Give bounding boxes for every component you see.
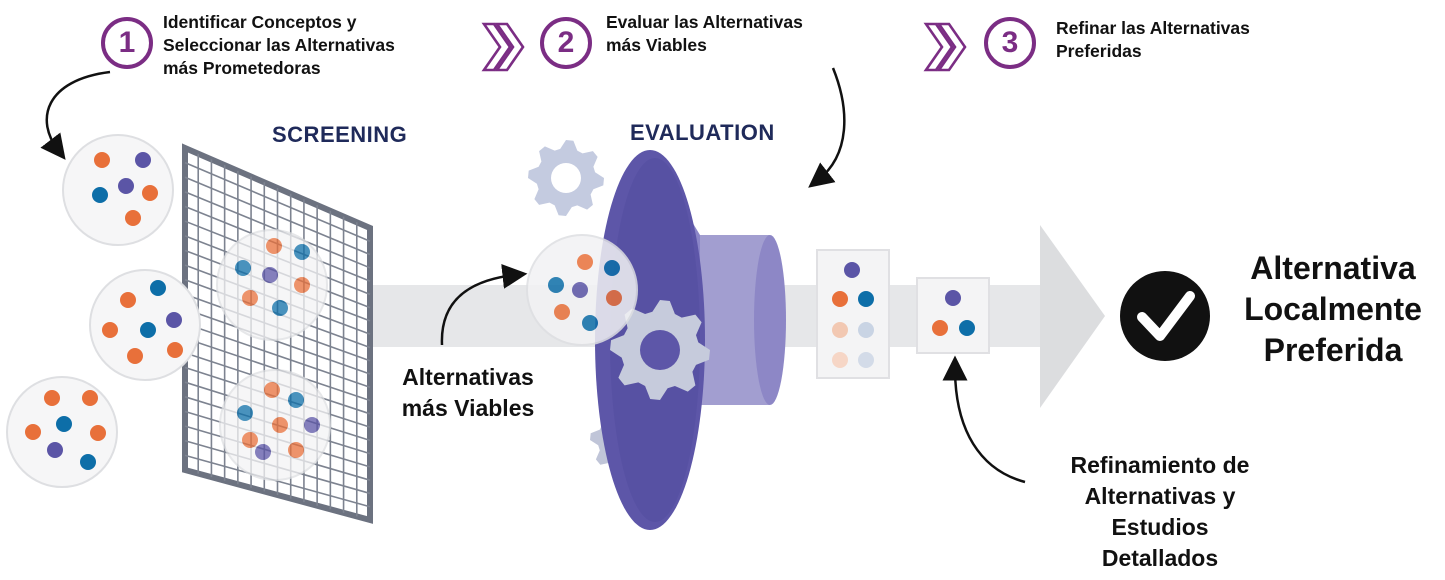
final-line: Localmente	[1244, 291, 1422, 327]
concept-circle	[526, 234, 638, 346]
step-1-line: Seleccionar las Alternativas	[163, 35, 395, 55]
step-2-line: más Viables	[606, 35, 707, 55]
screening-label: SCREENING	[272, 122, 408, 147]
step-3-line: Refinar las Alternativas	[1056, 18, 1250, 38]
viable-alternatives-label: Alternativas más Viables	[380, 362, 556, 424]
result-box	[816, 249, 890, 379]
refinement-line: Estudios	[1111, 514, 1209, 540]
step-3-line: Preferidas	[1056, 41, 1142, 61]
concept-circle	[89, 269, 201, 381]
refinement-line: Alternativas y	[1084, 483, 1236, 509]
step-3-number: 3	[984, 17, 1036, 69]
concept-circle	[62, 134, 174, 246]
chevron-right-icon	[923, 22, 967, 72]
step-2-line: Evaluar las Alternativas	[606, 12, 803, 32]
step-1-line: Identificar Conceptos y	[163, 12, 357, 32]
gear-icon	[528, 140, 604, 216]
step-2-number: 2	[540, 17, 592, 69]
final-line: Preferida	[1263, 332, 1403, 368]
concept-circle	[6, 376, 118, 488]
step-2-title: Evaluar las Alternativas más Viables	[606, 11, 803, 57]
concept-circle	[219, 369, 331, 481]
curved-arrow-icon	[942, 355, 1026, 484]
viable-line: más Viables	[401, 395, 535, 421]
step-1-number: 1	[101, 17, 153, 69]
step-1-line: más Prometedoras	[163, 58, 321, 78]
viable-line: Alternativas	[402, 364, 534, 390]
curved-arrow-icon	[808, 67, 846, 188]
step-1-title: Identificar Conceptos y Seleccionar las …	[163, 11, 395, 80]
step-3-title: Refinar las Alternativas Preferidas	[1056, 17, 1250, 63]
curved-arrow-icon	[440, 263, 528, 346]
curved-arrow-icon	[40, 70, 111, 160]
gear-icon	[610, 300, 710, 400]
refinement-line: Refinamiento de	[1070, 452, 1250, 478]
final-alternative-label: Alternativa Localmente Preferida	[1228, 248, 1438, 371]
refinement-label: Refinamiento de Alternativas y Estudios …	[1040, 450, 1280, 574]
concept-circle	[216, 229, 328, 341]
final-line: Alternativa	[1250, 250, 1416, 286]
evaluation-label: EVALUATION	[630, 120, 775, 145]
chevron-right-icon	[481, 22, 525, 72]
refinement-line: Detallados	[1101, 545, 1219, 571]
result-box	[916, 277, 990, 354]
checkmark-icon	[1120, 271, 1210, 361]
